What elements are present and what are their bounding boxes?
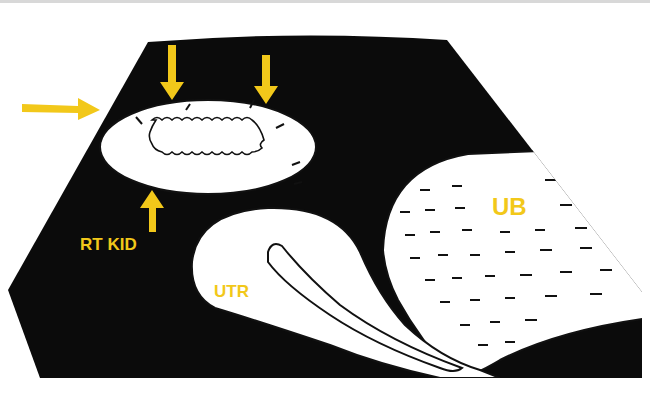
organ-label: RT KID (80, 236, 137, 253)
uterus-shape (192, 208, 500, 378)
pointer-arrows (22, 45, 278, 232)
kidney-cortex-dashes (136, 100, 302, 184)
renal-sinus (149, 118, 264, 155)
bladder-echo-dashes (400, 178, 627, 345)
organ-label: UB (492, 195, 527, 219)
paper-edge (0, 0, 650, 3)
endometrium-stripe (268, 244, 462, 371)
organ-label: UTR (214, 283, 249, 300)
kidney-shape (100, 100, 316, 194)
